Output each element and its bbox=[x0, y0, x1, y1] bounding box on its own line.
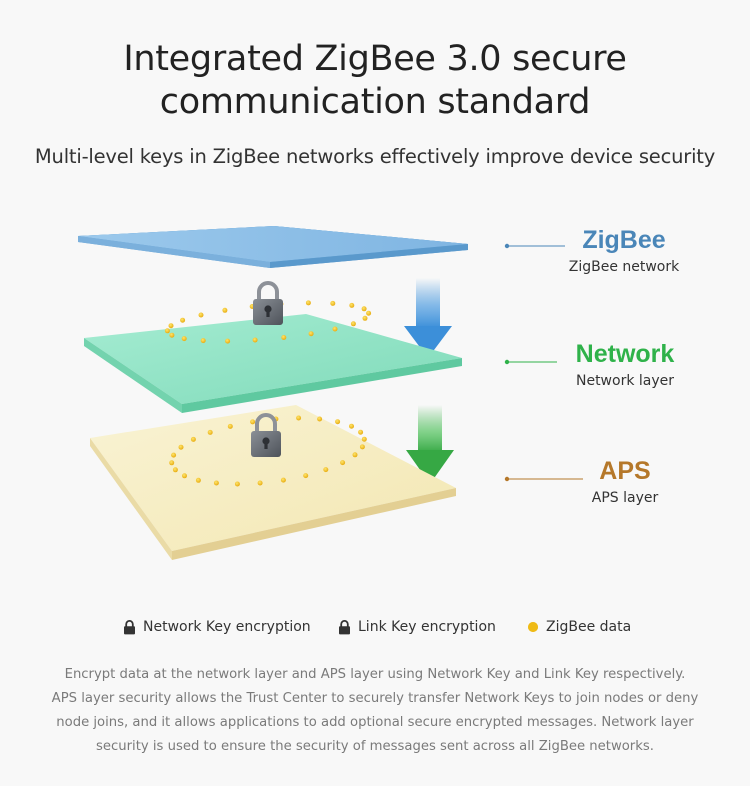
data-dot-icon bbox=[181, 336, 187, 342]
padlock-icon bbox=[339, 619, 350, 634]
legend-zigbee-data-label: ZigBee data bbox=[546, 619, 632, 635]
data-dot-icon bbox=[528, 622, 538, 632]
data-dot-icon bbox=[198, 312, 204, 318]
page-title: Integrated ZigBee 3.0 secure communicati… bbox=[123, 39, 627, 122]
data-dot-icon bbox=[361, 436, 367, 442]
data-dot-icon bbox=[330, 300, 336, 306]
data-dot-icon bbox=[332, 326, 338, 332]
data-dot-icon bbox=[359, 444, 365, 450]
data-dot-icon bbox=[335, 419, 341, 425]
data-dot-icon bbox=[222, 307, 228, 313]
zigbee-subtitle: ZigBee network bbox=[568, 259, 680, 275]
data-dot-icon bbox=[323, 467, 329, 473]
data-dot-icon bbox=[195, 477, 201, 483]
data-dot-icon bbox=[225, 338, 231, 344]
data-dot-icon bbox=[168, 323, 174, 329]
legend-zigbee-data: ZigBee data bbox=[527, 619, 631, 635]
data-dot-icon bbox=[257, 480, 263, 486]
network-layer-plate bbox=[84, 314, 462, 413]
data-dot-icon bbox=[200, 338, 206, 344]
data-dot-icon bbox=[164, 328, 170, 334]
network-subtitle: Network layer bbox=[575, 373, 675, 389]
aps-data-ring bbox=[169, 415, 367, 487]
legend-link-key: Link Key encryption bbox=[338, 619, 496, 635]
data-dot-icon bbox=[352, 452, 358, 458]
zigbee-layer-plate bbox=[78, 226, 468, 268]
data-dot-icon bbox=[349, 302, 355, 308]
padlock-icon bbox=[251, 281, 285, 327]
legend-link-key-label: Link Key encryption bbox=[358, 619, 496, 635]
data-dot-icon bbox=[317, 416, 323, 422]
network-title: Network bbox=[575, 340, 675, 368]
data-dot-icon bbox=[207, 429, 213, 435]
data-dot-icon bbox=[366, 310, 372, 316]
network-label: Network Network layer bbox=[556, 339, 694, 390]
data-dot-icon bbox=[308, 331, 314, 337]
legend-network-key-label: Network Key encryption bbox=[143, 619, 311, 635]
data-dot-icon bbox=[361, 306, 367, 312]
aps-subtitle: APS layer bbox=[591, 490, 659, 506]
data-dot-icon bbox=[305, 300, 311, 306]
data-dot-icon bbox=[340, 460, 346, 466]
data-dot-icon bbox=[169, 460, 175, 466]
data-dot-icon bbox=[296, 415, 302, 421]
data-dot-icon bbox=[362, 315, 368, 321]
aps-title: APS bbox=[599, 457, 651, 485]
page-subtitle: Multi-level keys in ZigBee networks effe… bbox=[34, 145, 716, 168]
data-dot-icon bbox=[250, 419, 256, 425]
data-dot-icon bbox=[213, 480, 219, 486]
data-dot-icon bbox=[227, 423, 233, 429]
data-dot-icon bbox=[349, 423, 354, 429]
network-connector bbox=[504, 359, 557, 365]
zigbee-title: ZigBee bbox=[582, 226, 666, 254]
data-dot-icon bbox=[281, 335, 287, 340]
data-dot-icon bbox=[180, 317, 186, 323]
legend-network-key: Network Key encryption bbox=[123, 619, 311, 635]
data-dot-icon bbox=[350, 321, 356, 327]
data-dot-icon bbox=[358, 429, 364, 435]
description-text: Encrypt data at the network layer and AP… bbox=[51, 667, 699, 754]
data-dot-icon bbox=[178, 444, 184, 450]
padlock-icon bbox=[124, 619, 135, 634]
network-data-ring bbox=[164, 300, 372, 344]
data-dot-icon bbox=[280, 477, 286, 483]
data-dot-icon bbox=[182, 473, 187, 479]
data-dot-icon bbox=[303, 473, 309, 479]
arrow-down-icon bbox=[404, 278, 452, 358]
data-dot-icon bbox=[169, 332, 175, 338]
aps-connector bbox=[504, 476, 583, 482]
data-dot-icon bbox=[190, 436, 196, 442]
zigbee-label: ZigBee ZigBee network bbox=[560, 225, 688, 276]
data-dot-icon bbox=[172, 467, 178, 473]
aps-label: APS APS layer bbox=[571, 456, 679, 507]
arrow-down-icon bbox=[406, 405, 454, 484]
zigbee-connector bbox=[504, 243, 565, 249]
data-dot-icon bbox=[252, 337, 258, 343]
data-dot-icon bbox=[171, 452, 177, 458]
data-dot-icon bbox=[234, 481, 240, 487]
